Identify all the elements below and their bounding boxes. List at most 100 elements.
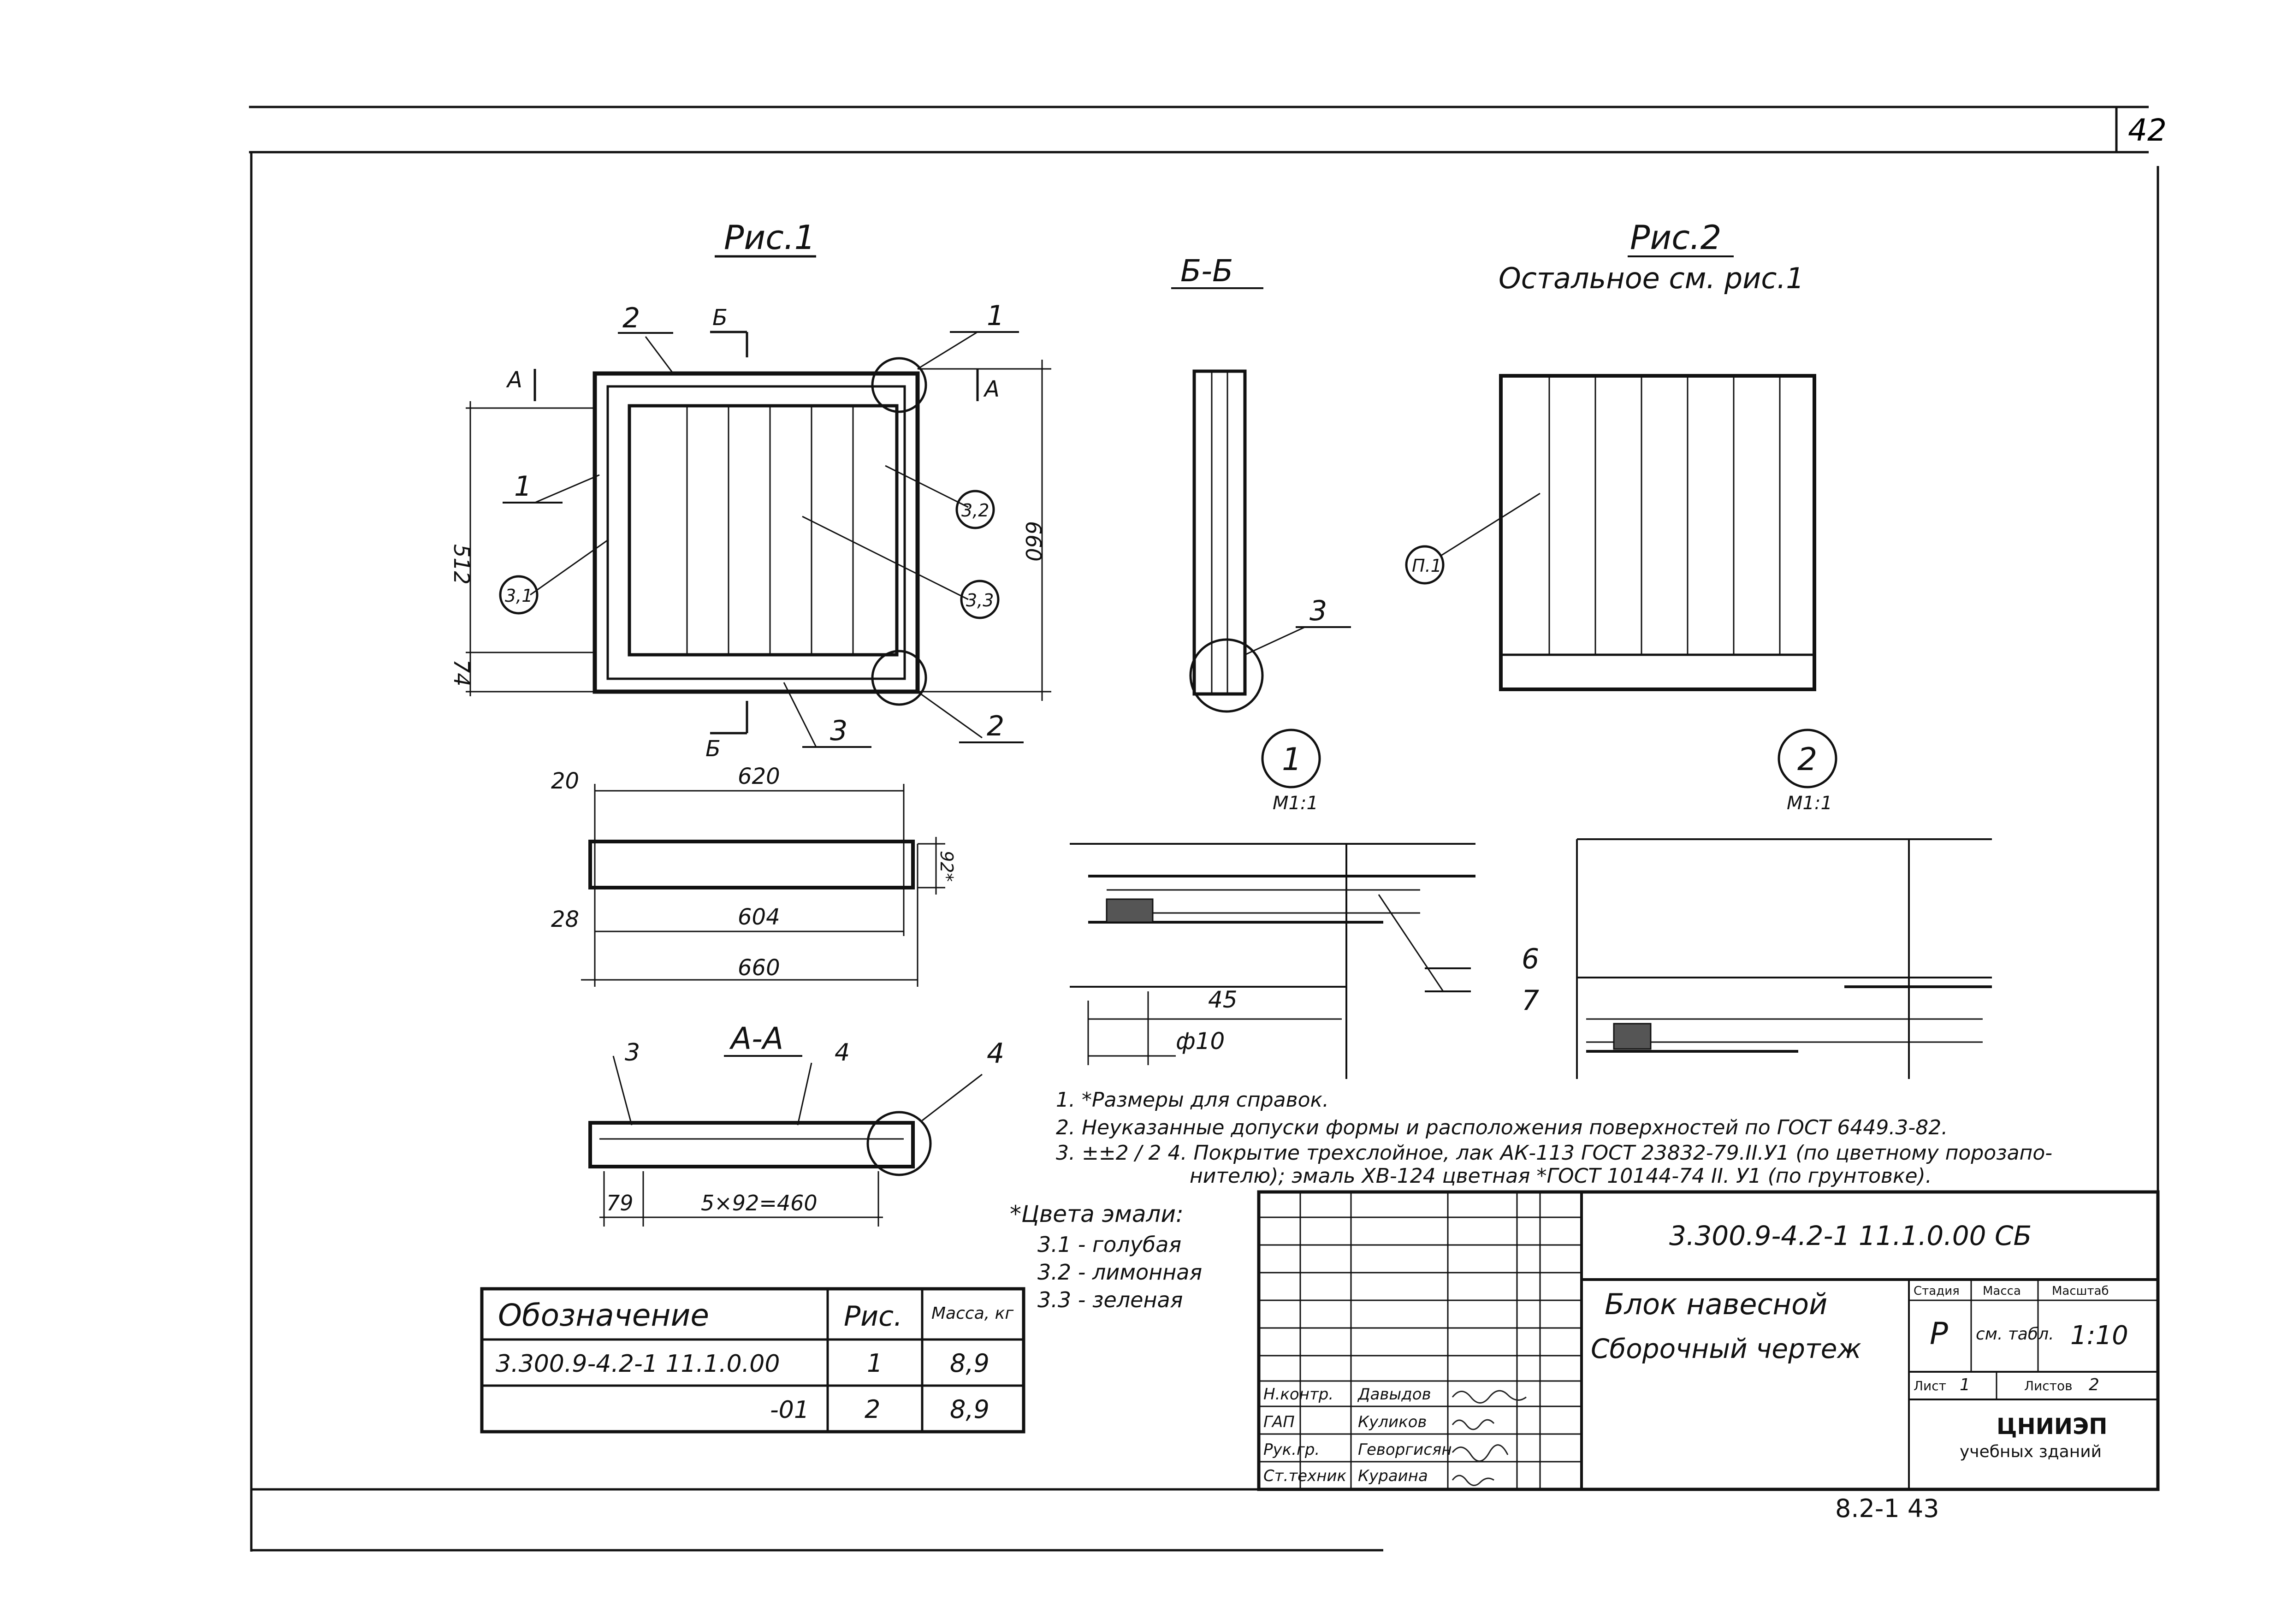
figure-2-subtitle: Остальное см. рис.1: [1499, 261, 1804, 295]
pos-1-label: 1: [514, 470, 532, 503]
pos-2-label: 2: [622, 302, 640, 334]
dim-92: 92*: [936, 851, 957, 882]
signatures: [1452, 1390, 1527, 1486]
dim-660-plan: 660: [738, 955, 780, 981]
dim-dia10: ф10: [1176, 1028, 1225, 1055]
section-aa-pos-4: 4: [835, 1039, 850, 1067]
detail-pos-6: 6: [1522, 943, 1539, 975]
pos-2-callout: 2: [987, 710, 1004, 742]
spec-row-1-fig: 1: [867, 1349, 883, 1378]
figure-2: [1405, 255, 1816, 691]
detail-2-number: 2: [1797, 741, 1817, 778]
figure-2-title: Рис.2: [1630, 218, 1722, 257]
spec-row-2-designation: -01: [770, 1396, 809, 1424]
section-aa-pos-4-callout: 4: [987, 1037, 1004, 1070]
figure-1-labels: 2 1 1 3 2 Б Б А А 3,1 3,2 3,3 512 74 660: [449, 300, 1046, 762]
section-b-bottom: Б: [705, 736, 721, 762]
sheets-value: 2: [2089, 1375, 2099, 1394]
spec-row-2-fig: 2: [865, 1395, 880, 1424]
dim-620: 620: [738, 764, 780, 789]
sheet-label: Лист: [1914, 1378, 1946, 1393]
detail-1-scale: М1:1: [1273, 793, 1318, 814]
section-a-right: А: [983, 376, 1000, 402]
spec-row-1-designation: 3.300.9-4.2-1 11.1.0.00: [496, 1350, 780, 1378]
circ-label-3-1: 3,1: [505, 586, 533, 606]
detail-1-number: 1: [1282, 741, 1302, 778]
dim-20: 20: [551, 768, 579, 794]
dim-45: 45: [1208, 986, 1238, 1013]
enamel-item-3: 3.3 - зеленая: [1037, 1287, 1183, 1312]
pos-3-label: 3: [830, 715, 847, 747]
footer-code: 8.2-1 43: [1835, 1494, 1939, 1523]
enamel-title: *Цвета эмали:: [1010, 1201, 1184, 1227]
dim-660: 660: [1021, 521, 1046, 562]
doc-code: 3.300.9-4.2-1 11.1.0.00 СБ: [1669, 1220, 2032, 1251]
section-aa: [588, 1055, 983, 1227]
stage-value: Р: [1930, 1316, 1948, 1351]
details: [1070, 729, 1992, 1079]
dim-79: 79: [606, 1191, 634, 1215]
spec-header-fig: Рис.: [844, 1300, 902, 1333]
name-2: Куликов: [1358, 1413, 1427, 1431]
dim-28: 28: [551, 907, 579, 932]
section-aa-title: А-А: [729, 1021, 783, 1056]
detail-2-scale: М1:1: [1787, 793, 1832, 814]
note-4: нителю); эмаль ХВ-124 цветная *ГОСТ 1014…: [1190, 1164, 1932, 1188]
plan-view-dims: 620 20 604 28 660 92*: [551, 764, 957, 981]
figure-2-circ-label: П.1: [1412, 556, 1442, 576]
mass-value: см. табл.: [1976, 1325, 2054, 1344]
name-4: Кураина: [1358, 1467, 1428, 1485]
note-1: 1. *Размеры для справок.: [1056, 1088, 1329, 1112]
section-bb-title: Б-Б: [1180, 253, 1233, 289]
title-block-text: 3.300.9-4.2-1 11.1.0.00 СБ Блок навесной…: [1263, 1220, 2128, 1485]
name-1: Давыдов: [1357, 1385, 1431, 1404]
section-bb: [1171, 287, 1351, 713]
mass-header: Масса: [1983, 1284, 2021, 1298]
sheets-label: Листов: [2024, 1378, 2073, 1393]
section-bb-pos-3: 3: [1309, 595, 1327, 627]
section-b-top: Б: [712, 305, 728, 331]
circ-label-3-3: 3,3: [966, 590, 994, 610]
section-a-left: А: [506, 367, 522, 393]
dim-512: 512: [449, 544, 474, 585]
spec-row-1-mass: 8,9: [950, 1349, 989, 1378]
page-number: 42: [2128, 113, 2167, 148]
enamel-item-2: 3.2 - лимонная: [1037, 1260, 1202, 1285]
spec-header-mass: Масса, кг: [931, 1304, 1014, 1323]
title-block: [1257, 1190, 2160, 1491]
section-bb-labels: Б-Б 3: [1180, 253, 1327, 627]
note-2: 2. Неуказанные допуски формы и расположе…: [1056, 1116, 1948, 1139]
role-4: Ст.техник: [1263, 1467, 1347, 1485]
name-3: Геворгисян: [1358, 1440, 1452, 1459]
details-labels: 1 М1:1 2 М1:1 45 ф10 6 7: [1176, 741, 1832, 1055]
pos-1-callout: 1: [987, 300, 1004, 332]
section-aa-pos-3: 3: [625, 1039, 640, 1067]
org-division: учебных зданий: [1960, 1442, 2102, 1461]
sheet-value: 1: [1960, 1375, 1970, 1394]
role-3: Рук.гр.: [1263, 1440, 1320, 1459]
figure-1-title: Рис.1: [724, 218, 816, 257]
scale-value: 1:10: [2070, 1321, 2128, 1351]
role-2: ГАП: [1263, 1413, 1295, 1431]
spec-row-2-mass: 8,9: [950, 1395, 989, 1424]
dim-604: 604: [738, 904, 780, 930]
product-name: Блок навесной: [1605, 1287, 1827, 1321]
dim-74: 74: [449, 659, 474, 687]
section-aa-labels: А-А 3 4 4 79 5×92=460: [606, 1021, 1004, 1215]
drawing-type: Сборочный чертеж: [1591, 1333, 1861, 1364]
detail-pos-7: 7: [1522, 984, 1539, 1017]
scale-header: Масштаб: [2052, 1284, 2109, 1298]
plan-view: [581, 784, 945, 987]
role-1: Н.контр.: [1263, 1385, 1333, 1404]
notes: 1. *Размеры для справок. 2. Неуказанные …: [1056, 1088, 2052, 1188]
stage-header: Стадия: [1914, 1284, 1960, 1298]
figure-1: Рис.1: [466, 218, 1051, 748]
spec-table-text: Обозначение Рис. Масса, кг 3.300.9-4.2-1…: [496, 1298, 1014, 1424]
enamel-item-1: 3.1 - голубая: [1037, 1232, 1181, 1257]
org-name: ЦНИИЭП: [1997, 1414, 2107, 1440]
circ-label-3-2: 3,2: [961, 500, 989, 521]
dim-460: 5×92=460: [701, 1191, 818, 1215]
enamel-colors: *Цвета эмали: 3.1 - голубая 3.2 - лимонн…: [1010, 1201, 1202, 1312]
spec-table: [480, 1287, 1025, 1434]
